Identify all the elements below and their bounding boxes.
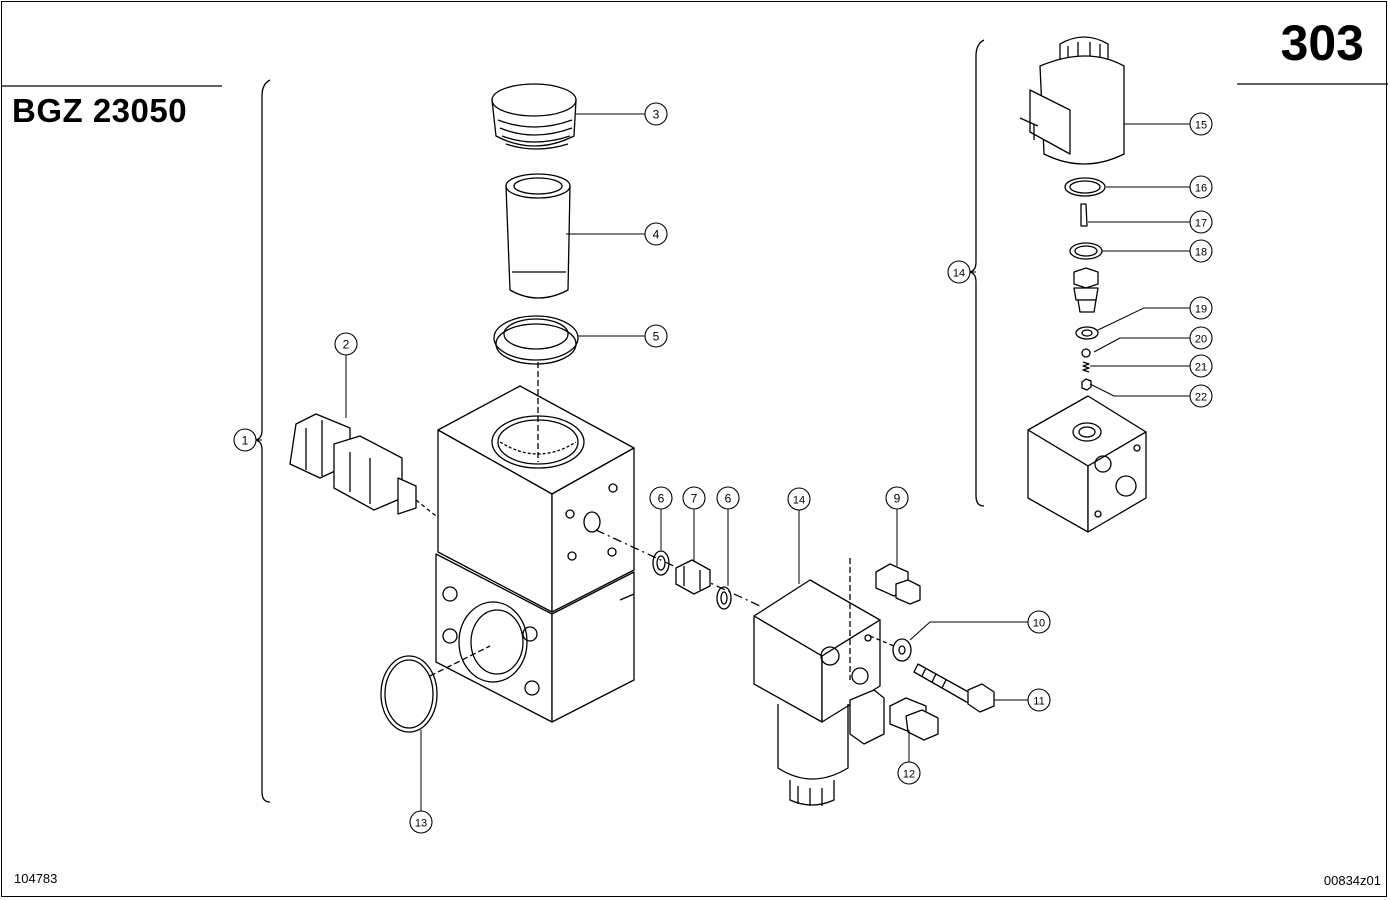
callout-16: 16 <box>1189 175 1213 199</box>
callout-3: 3 <box>644 102 668 126</box>
part-17-pin <box>1080 203 1088 227</box>
drawing-reference: 00834z01 <box>1323 873 1381 888</box>
callout-14a: 14 <box>787 487 811 511</box>
callout-13: 13 <box>409 810 433 834</box>
part-14-solenoid-valve <box>753 579 885 806</box>
part-6-ring-b <box>716 586 732 610</box>
part-2-fitting <box>289 413 437 517</box>
callout-6a-label: 6 <box>658 492 665 506</box>
callout-20: 20 <box>1189 326 1213 350</box>
callout-19-label: 19 <box>1195 304 1207 316</box>
part-19-washer <box>1075 326 1099 340</box>
part-13-o-ring <box>380 645 491 733</box>
callout-22-label: 22 <box>1195 392 1207 404</box>
callout-markers: 1 2 3 4 5 6 7 6 14 9 10 11 12 13 14 15 1… <box>233 102 1213 834</box>
callout-6b: 6 <box>716 486 740 510</box>
callout-13-label: 13 <box>415 818 427 830</box>
part-6-ring-a <box>652 550 670 576</box>
part-21-spring <box>1082 361 1090 373</box>
callout-9: 9 <box>885 486 909 510</box>
page-number: 303 <box>1280 15 1364 71</box>
valve-cartridge <box>1073 267 1099 313</box>
callout-21-label: 21 <box>1195 362 1207 374</box>
callout-2: 2 <box>334 332 358 356</box>
part-9-plug <box>849 558 921 680</box>
callout-16-label: 16 <box>1195 183 1207 195</box>
part-10-washer <box>869 635 912 662</box>
callout-15-label: 15 <box>1195 120 1207 132</box>
callout-7-label: 7 <box>691 492 698 506</box>
callout-10: 10 <box>1027 610 1051 634</box>
callout-11-label: 11 <box>1033 696 1044 708</box>
callout-6a: 6 <box>649 486 673 510</box>
part-4-sleeve <box>505 173 571 299</box>
leader-lines <box>256 113 1190 811</box>
callout-22: 22 <box>1189 384 1213 408</box>
part-15-coil <box>1019 36 1125 165</box>
callout-14b: 14 <box>947 260 971 284</box>
part-18-o-ring <box>1069 242 1103 260</box>
part-22-nut <box>1081 378 1092 391</box>
callout-12: 12 <box>897 761 921 785</box>
callout-20-label: 20 <box>1195 334 1207 346</box>
callout-18-label: 18 <box>1195 247 1207 259</box>
callout-4-label: 4 <box>653 228 660 242</box>
page-title: BGZ 23050 <box>12 92 188 129</box>
callout-17: 17 <box>1189 210 1213 234</box>
callout-15: 15 <box>1189 112 1213 136</box>
callout-10-label: 10 <box>1033 618 1045 630</box>
part-12-plug <box>889 697 939 741</box>
main-valve-body <box>435 385 635 723</box>
callout-18: 18 <box>1189 239 1213 263</box>
callout-3-label: 3 <box>653 108 660 122</box>
callout-6b-label: 6 <box>725 492 732 506</box>
drawing-number: 104783 <box>14 871 58 886</box>
part-11-bolt <box>913 663 995 713</box>
callout-21: 21 <box>1189 354 1213 378</box>
callout-5: 5 <box>644 324 668 348</box>
callout-14a-label: 14 <box>793 495 805 507</box>
callout-9-label: 9 <box>894 492 901 506</box>
callout-5-label: 5 <box>653 330 660 344</box>
callout-1: 1 <box>233 428 257 452</box>
part-16-o-ring <box>1064 177 1106 197</box>
callout-7: 7 <box>682 486 706 510</box>
callout-14b-label: 14 <box>953 268 965 280</box>
callout-12-label: 12 <box>903 769 915 781</box>
part-3-cap <box>491 83 577 150</box>
part-20-ball <box>1081 348 1091 358</box>
valve-block-right <box>1027 395 1147 533</box>
part-5-washer <box>493 315 579 365</box>
callout-17-label: 17 <box>1195 218 1207 230</box>
callout-1-label: 1 <box>242 434 249 448</box>
part-7-check-valve <box>675 559 711 595</box>
callout-19: 19 <box>1189 296 1213 320</box>
callout-4: 4 <box>644 222 668 246</box>
callout-11: 11 <box>1027 688 1051 712</box>
callout-2-label: 2 <box>343 338 350 352</box>
